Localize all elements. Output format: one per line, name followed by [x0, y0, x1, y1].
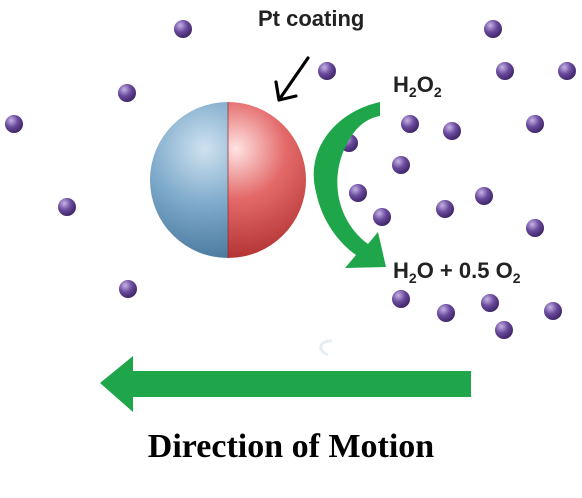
coating-pointer-arrow: [274, 56, 310, 102]
molecule: [318, 62, 336, 80]
motion-direction-arrow: [100, 356, 471, 412]
molecule: [436, 200, 454, 218]
molecule: [526, 115, 544, 133]
pt-coating-label: Pt coating: [258, 6, 364, 31]
molecule: [5, 115, 23, 133]
molecule: [526, 219, 544, 237]
molecule: [373, 208, 391, 226]
molecule: [437, 304, 455, 322]
reaction-curved-arrow: [313, 82, 386, 268]
molecule: [481, 294, 499, 312]
molecule: [443, 122, 461, 140]
molecule: [119, 280, 137, 298]
molecule: [392, 290, 410, 308]
particle-blue-half: [150, 102, 228, 258]
molecule: [174, 20, 192, 38]
direction-of-motion-caption: Direction of Motion: [147, 428, 435, 465]
molecule: [58, 198, 76, 216]
janus-particle: [150, 102, 306, 258]
molecule: [495, 321, 513, 339]
faint-mark: [319, 339, 333, 357]
molecule: [118, 84, 136, 102]
molecule: [558, 62, 576, 80]
molecule: [475, 187, 493, 205]
products-label: H2O + 0.5 O2: [393, 258, 521, 286]
molecule: [496, 62, 514, 80]
particle-pt-half: [228, 102, 306, 258]
molecule: [401, 115, 419, 133]
molecule: [484, 20, 502, 38]
molecule: [544, 302, 562, 320]
h2o2-molecules: [5, 20, 576, 339]
molecule: [349, 184, 367, 202]
h2o2-label: H2O2: [393, 72, 442, 100]
molecule: [392, 156, 410, 174]
